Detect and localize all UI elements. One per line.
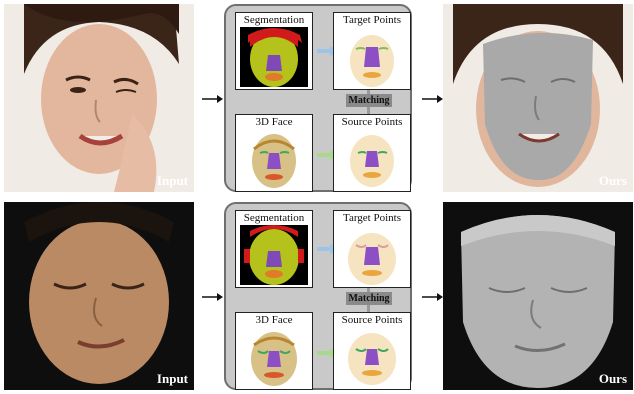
output-photo: Ours (443, 4, 633, 192)
segmentation-box: Segmentation (235, 12, 313, 90)
arrow-right-icon (420, 292, 444, 302)
input-photo: Input (4, 4, 194, 192)
matching-label: Matching (346, 292, 392, 305)
target-points-map (334, 25, 410, 89)
segmentation-box: Segmentation (235, 210, 313, 288)
input-label: Input (157, 371, 188, 387)
output-photo: Ours (443, 202, 633, 390)
pipeline-panel: Segmentation Target Points (224, 202, 412, 390)
arrow-right-icon (200, 292, 224, 302)
matching-label: Matching (346, 94, 392, 107)
segmentation-map (236, 25, 312, 89)
source-points-map (334, 325, 410, 389)
output-face-image (443, 202, 633, 390)
input-face-image (4, 4, 194, 192)
face3d-model (236, 325, 312, 389)
row-2: Input Segmentation Target Points (0, 198, 634, 394)
output-label: Ours (599, 371, 627, 387)
output-label: Ours (599, 173, 627, 189)
target-points-box: Target Points (333, 210, 411, 288)
output-face-image (443, 4, 633, 192)
target-points-map (334, 223, 410, 287)
target-points-box: Target Points (333, 12, 411, 90)
arrow-right-icon (200, 94, 224, 104)
row-1: Input Segmentation Target Points (0, 0, 634, 196)
pipeline-panel: Segmentation Target Points (224, 4, 412, 192)
face3d-box: 3D Face (235, 114, 313, 192)
source-points-box: Source Points (333, 312, 411, 390)
face3d-model (236, 127, 312, 191)
input-photo: Input (4, 202, 194, 390)
segmentation-map (236, 223, 312, 287)
source-points-map (334, 127, 410, 191)
arrow-right-icon (420, 94, 444, 104)
input-face-image (4, 202, 194, 390)
source-points-box: Source Points (333, 114, 411, 192)
input-label: Input (157, 173, 188, 189)
face3d-box: 3D Face (235, 312, 313, 390)
